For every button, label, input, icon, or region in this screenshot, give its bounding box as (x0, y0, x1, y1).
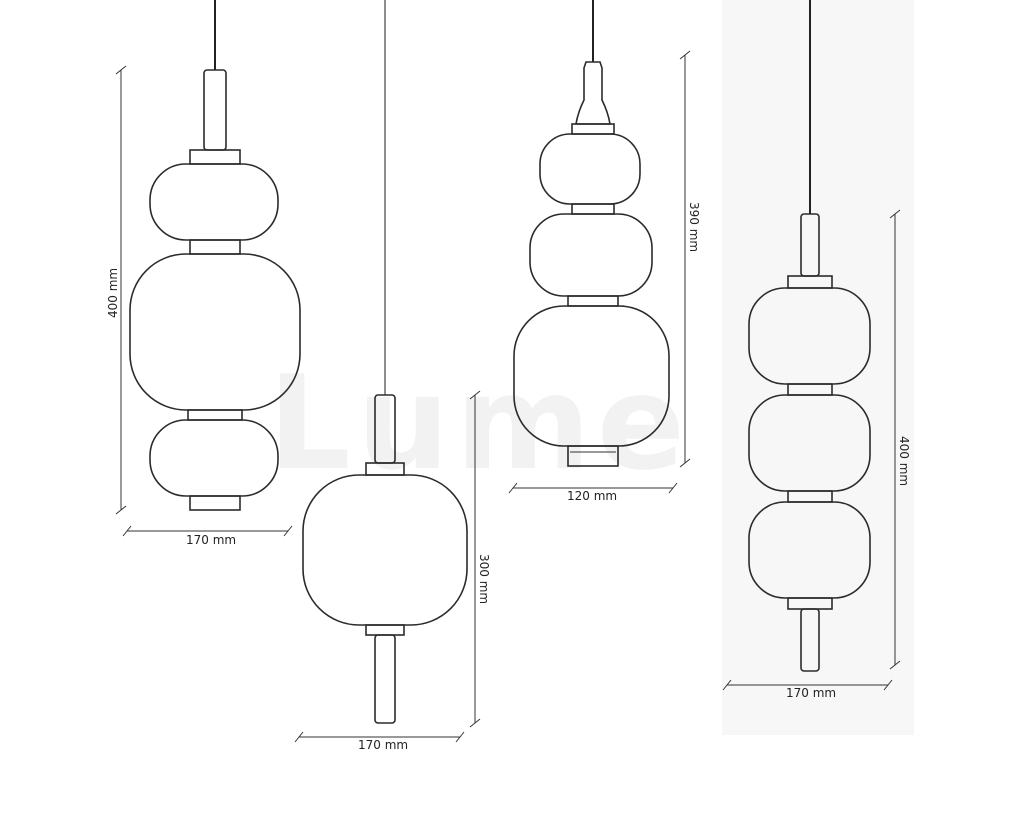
lamp-3-width-tick-left (508, 482, 518, 494)
lamp-2-height-tick-bottom (469, 718, 481, 728)
lamp-1-base-collar (189, 495, 241, 511)
lamp-3-base-collar (567, 445, 619, 467)
lamp-3-ring-1 (571, 203, 615, 215)
lamp-1-height-label: 400 mm (106, 268, 120, 318)
lamp-3-stem (575, 61, 611, 125)
lamp-4-width-label: 170 mm (786, 686, 836, 700)
lamp-1-shade-bottom (149, 419, 279, 497)
lamp-2-bottom-collar (365, 624, 405, 636)
lamp-4-height-label: 400 mm (897, 436, 911, 486)
lamp-1-ring-1 (189, 239, 241, 255)
lamp-3-width-label: 120 mm (567, 489, 617, 503)
lamp-2-height-tick-top (469, 390, 481, 400)
lamp-1-ring-2 (187, 409, 243, 421)
lamp-2-width-label: 170 mm (358, 738, 408, 752)
lamp-1-width-tick-right (283, 525, 293, 537)
lamp-4-width-tick-right (883, 679, 893, 691)
lamp-1-stem (203, 69, 227, 151)
lamp-1-shade-top (149, 163, 279, 241)
lamp-3-shade-top (539, 133, 641, 205)
lamp-1-height-tick-bottom (115, 505, 127, 515)
lamp-2-rod (374, 634, 396, 724)
lamp-2-width-tick-left (294, 731, 304, 743)
watermark: Lume (268, 347, 691, 499)
lamp-4-rod (800, 608, 820, 672)
lamp-4-height-tick-top (889, 209, 901, 219)
lamp-3: 390 mm 120 mm (508, 0, 701, 503)
lamp-3-top-collar (571, 123, 615, 135)
lamp-3-shade-middle (529, 213, 653, 297)
lamp-1-height-tick-top (115, 65, 127, 75)
lamp-3-height-tick-top (679, 50, 691, 60)
lamp-2: 300 mm 170 mm (294, 0, 491, 752)
lamp-4-width-tick-left (722, 679, 732, 691)
lamp-1-width-tick-left (122, 525, 132, 537)
lamp-3-ring-2 (567, 295, 619, 307)
lamp-1-width-label: 170 mm (186, 533, 236, 547)
lamp-1-top-collar (189, 149, 241, 165)
lamp-3-height-tick-bottom (679, 458, 691, 468)
lamp-3-width-tick-right (668, 482, 678, 494)
lamp-3-height-label: 390 mm (687, 202, 701, 252)
background-panel (722, 0, 914, 735)
lamp-2-width-tick-right (455, 731, 465, 743)
lamp-2-height-label: 300 mm (477, 554, 491, 604)
lamp-4-height-tick-bottom (889, 660, 901, 670)
lamp-1: 400 mm 170 mm (106, 0, 301, 547)
lamp-4: 400 mm 170 mm (722, 0, 911, 700)
